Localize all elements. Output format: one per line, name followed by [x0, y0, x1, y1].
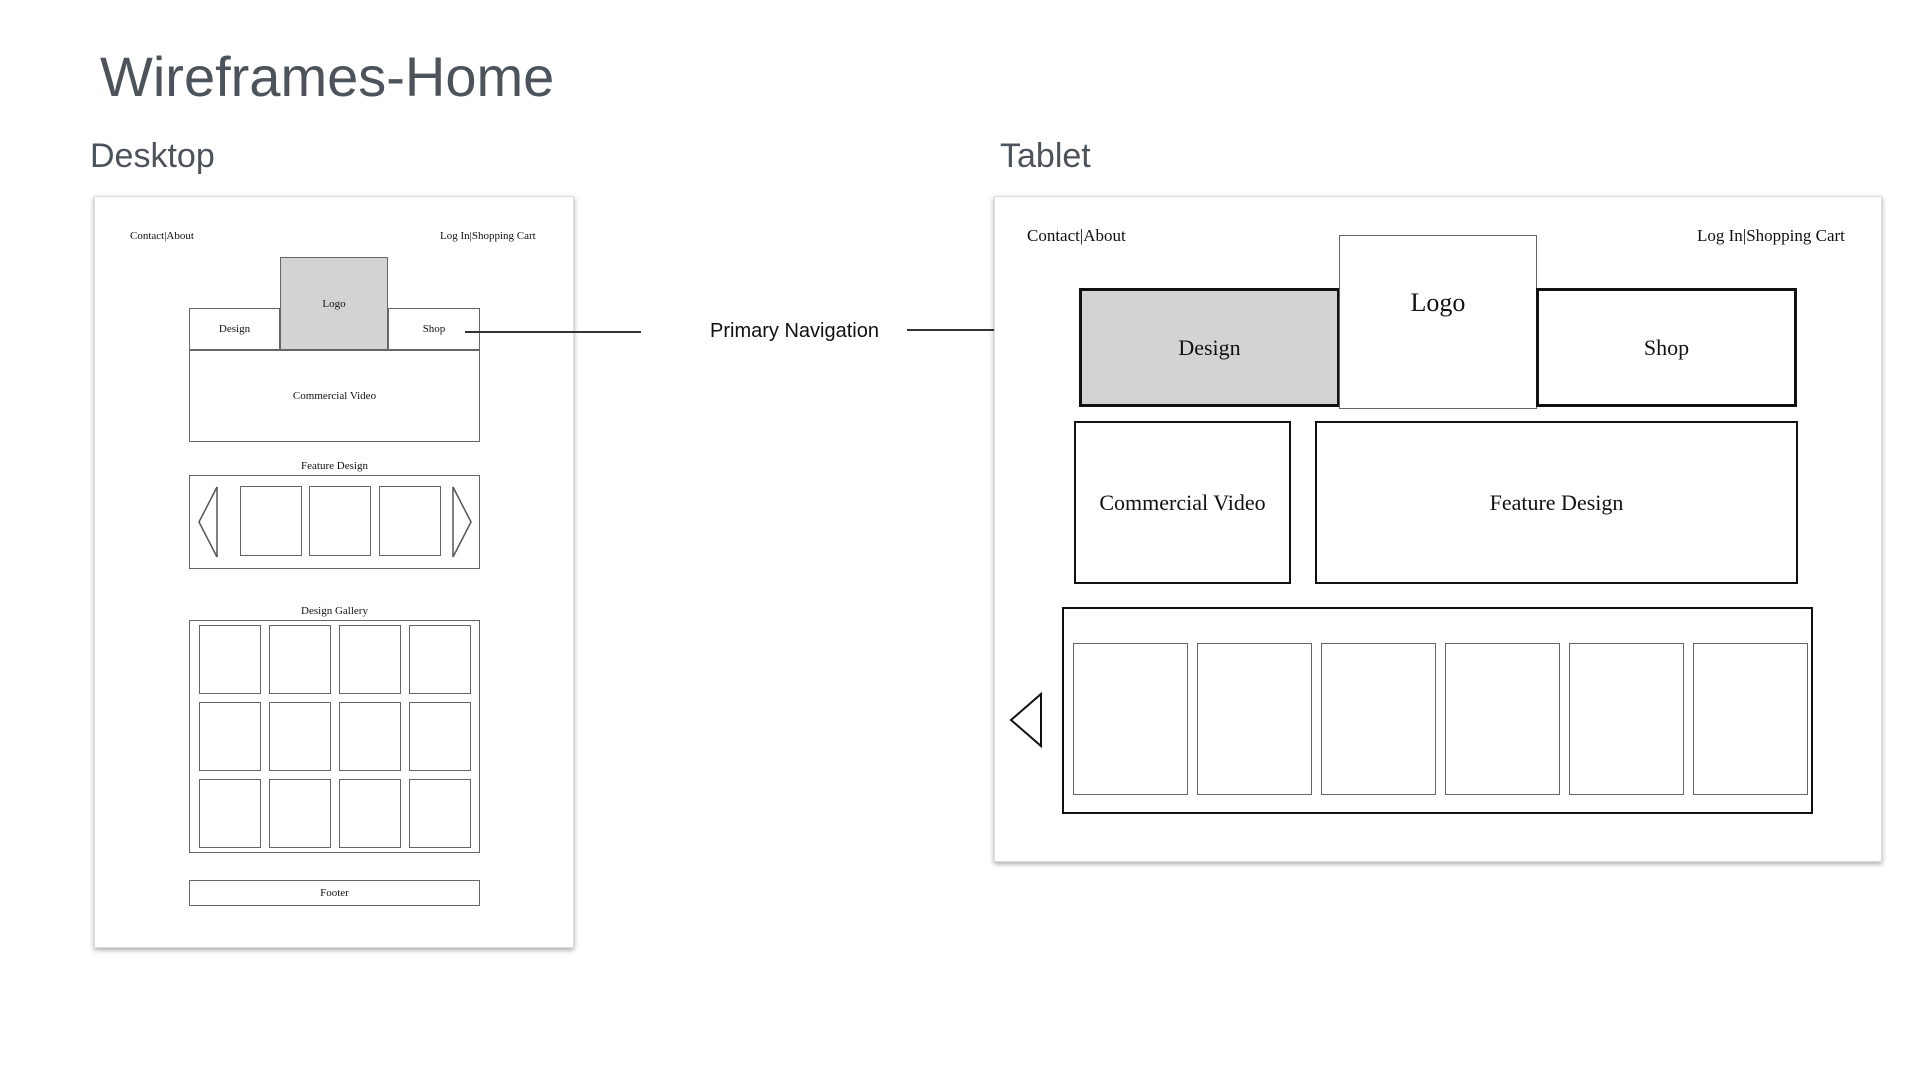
- gallery-thumb: [199, 702, 261, 771]
- gallery-thumb: [339, 625, 401, 694]
- desktop-carousel-right-arrow-icon: [452, 486, 472, 558]
- tablet-nav-logo: Logo: [1339, 235, 1537, 409]
- tablet-wireframe: Contact|About Log In|Shopping Cart Desig…: [994, 196, 1882, 862]
- tablet-utility-right: Log In|Shopping Cart: [1697, 226, 1845, 245]
- gallery-thumb: [409, 625, 471, 694]
- gallery-thumb: [269, 779, 331, 848]
- desktop-carousel-left-arrow-icon: [198, 486, 218, 558]
- tablet-feature-design: Feature Design: [1315, 421, 1798, 584]
- desktop-gallery-title: Design Gallery: [301, 605, 368, 617]
- tablet-carousel-thumb: [1197, 643, 1312, 795]
- tablet-carousel: [1062, 607, 1813, 814]
- primary-navigation-annotation: Primary Navigation: [710, 320, 879, 342]
- gallery-thumb: [409, 779, 471, 848]
- gallery-thumb: [409, 702, 471, 771]
- desktop-feature-thumb: [240, 486, 302, 556]
- tablet-nav-design: Design: [1079, 288, 1340, 407]
- desktop-commercial-video: Commercial Video: [189, 350, 480, 442]
- desktop-label: Desktop: [90, 137, 215, 175]
- tablet-carousel-thumb: [1073, 643, 1188, 795]
- gallery-thumb: [269, 702, 331, 771]
- desktop-utility-left: Contact|About: [130, 230, 194, 242]
- tablet-carousel-thumb: [1321, 643, 1436, 795]
- tablet-utility-left: Contact|About: [1027, 226, 1126, 245]
- gallery-thumb: [199, 625, 261, 694]
- desktop-nav-logo: Logo: [280, 257, 388, 350]
- desktop-footer: Footer: [189, 880, 480, 906]
- tablet-commercial-video: Commercial Video: [1074, 421, 1291, 584]
- desktop-nav-shop: Shop: [388, 308, 480, 350]
- tablet-carousel-thumb: [1445, 643, 1560, 795]
- desktop-nav-design: Design: [189, 308, 280, 350]
- desktop-feature-carousel: [189, 475, 480, 569]
- desktop-design-gallery: [189, 620, 480, 853]
- annotation-connector-left: [465, 331, 641, 333]
- gallery-thumb: [199, 779, 261, 848]
- desktop-feature-thumb: [309, 486, 371, 556]
- gallery-thumb: [339, 779, 401, 848]
- tablet-carousel-thumb: [1693, 643, 1808, 795]
- tablet-carousel-thumb: [1569, 643, 1684, 795]
- desktop-wireframe: Contact|About Log In|Shopping Cart Desig…: [94, 196, 574, 948]
- page-title: Wireframes-Home: [100, 45, 555, 108]
- desktop-feature-thumb: [379, 486, 441, 556]
- tablet-label: Tablet: [1000, 137, 1091, 175]
- gallery-thumb: [339, 702, 401, 771]
- desktop-utility-right: Log In|Shopping Cart: [440, 230, 536, 242]
- gallery-thumb: [269, 625, 331, 694]
- tablet-nav-shop: Shop: [1536, 288, 1797, 407]
- tablet-carousel-left-arrow-icon: [1009, 691, 1042, 749]
- desktop-feature-design-title: Feature Design: [301, 460, 368, 472]
